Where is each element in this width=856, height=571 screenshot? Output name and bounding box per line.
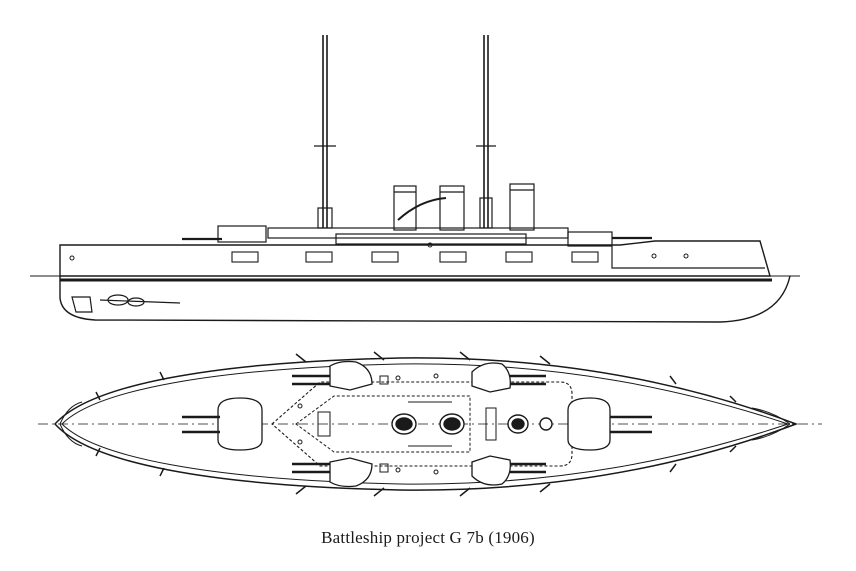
- masts: [314, 35, 496, 229]
- deck-edge-plan: [61, 363, 790, 485]
- battleship-drawing: [30, 35, 822, 497]
- hull-outline-plan: [53, 357, 799, 491]
- funnels: [393, 183, 535, 231]
- plan-view: [38, 351, 822, 497]
- stern-detail: [59, 401, 83, 447]
- turret-guns-side: [182, 236, 652, 241]
- funnels-plan: [391, 413, 553, 435]
- turrets-plan: [217, 360, 611, 488]
- main-guns-plan: [182, 374, 652, 474]
- deck-fittings-plan: [297, 373, 497, 475]
- figure-caption: Battleship project G 7b (1906): [321, 528, 535, 547]
- casemates-side: [231, 251, 599, 263]
- booms-plan: [95, 351, 737, 497]
- inner-deck-plan: [295, 395, 471, 453]
- superstructure-deck-plan: [271, 381, 573, 467]
- forecastle-step: [611, 246, 765, 269]
- upper-hull: [59, 240, 771, 277]
- superstructure: [217, 225, 613, 247]
- rudder-propellers: [71, 294, 181, 313]
- portholes: [69, 242, 689, 261]
- bow-detail: [751, 407, 791, 441]
- lower-hull: [59, 275, 791, 323]
- side-profile: [30, 35, 800, 323]
